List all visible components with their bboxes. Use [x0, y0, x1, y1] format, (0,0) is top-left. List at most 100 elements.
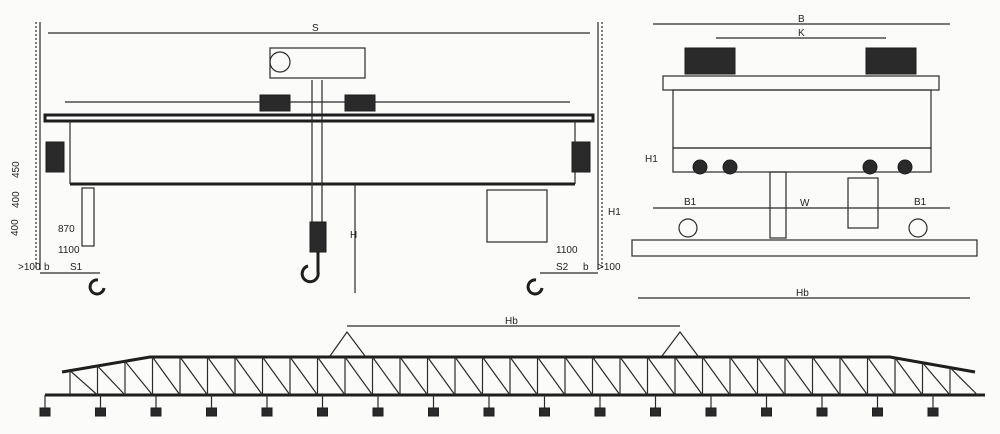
support-foot [39, 407, 51, 417]
truss-top-label: Hb [505, 316, 518, 327]
truss-diagonal [564, 356, 593, 396]
truss-diagonal [207, 356, 236, 396]
trolley-motor-right [344, 94, 376, 112]
b-left: b [44, 262, 50, 273]
gauge-label: K [798, 28, 805, 39]
truss-diagonal [317, 356, 346, 396]
truss-diagonal [784, 356, 813, 396]
wheel-1 [692, 159, 708, 175]
operator-cab [486, 189, 548, 243]
truss-diagonal [152, 356, 181, 396]
access-ladder-left [81, 187, 95, 247]
truss-diagonal [234, 356, 263, 396]
support-foot [483, 407, 495, 417]
bottom-label: Hb [796, 288, 809, 299]
dim-870: 870 [58, 224, 75, 235]
wheel-2 [722, 159, 738, 175]
truss-diagonal [537, 356, 566, 396]
track-marker-right-icon [526, 278, 544, 296]
support-foot [95, 407, 106, 417]
truss-diagonal [69, 370, 98, 396]
truss-diagonal [674, 356, 703, 396]
truss-diagonal [399, 356, 428, 396]
support-foot [816, 407, 828, 417]
hoist-right [865, 47, 917, 75]
support-foot [539, 407, 550, 417]
dim-450: 450 [11, 161, 22, 178]
dim-400-a: 400 [11, 191, 22, 208]
truss-view: Hb [39, 316, 985, 417]
truss-diagonal [344, 356, 373, 396]
truss-diagonal [757, 356, 786, 396]
truss-diagonal [894, 357, 923, 396]
truss-diagonal [97, 365, 126, 396]
trolley-motor-left [259, 94, 291, 112]
truss-diagonal [482, 356, 511, 396]
s2-label: S2 [556, 262, 569, 273]
truss-diagonal [124, 360, 153, 396]
dim-1100-right: 1100 [556, 245, 578, 256]
width-label: B [798, 14, 805, 25]
trolley-platform [662, 75, 940, 91]
h1-label: H1 [645, 154, 658, 165]
end-carriage-right [571, 141, 591, 173]
support-foot [872, 407, 883, 417]
support-foot [372, 407, 384, 417]
clearance-right: >100 [598, 262, 621, 273]
support-foot [594, 407, 606, 417]
truss-diagonal [262, 356, 291, 396]
support-foot [705, 407, 717, 417]
height-label-right: H1 [608, 207, 621, 218]
wheel-4 [897, 159, 913, 175]
sheave-left [678, 218, 698, 238]
support-foot [261, 407, 273, 417]
side-view: B K W H1 B1 B1 Hb [631, 14, 978, 299]
support-foot [428, 407, 439, 417]
w-label: W [800, 198, 810, 209]
s1-label: S1 [70, 262, 83, 273]
support-foot [150, 407, 162, 417]
b1-left-label: B1 [684, 197, 697, 208]
hook-block [309, 221, 327, 253]
b-right: b [583, 262, 589, 273]
truss-diagonal [812, 356, 841, 396]
truss-diagonal [454, 356, 483, 396]
lift-height-label: H [350, 230, 357, 241]
truss-diagonal [922, 362, 951, 396]
truss-diagonal [647, 356, 676, 396]
truss-diagonal [949, 367, 978, 396]
truss-diagonal [619, 356, 648, 396]
truss-diagonal [592, 356, 621, 396]
support-foot [927, 407, 939, 417]
truss-top-chord [61, 355, 976, 374]
truss-diagonal [427, 356, 456, 396]
support-foot [761, 407, 772, 417]
truss-diagonal [702, 356, 731, 396]
track-marker-left-icon [88, 278, 106, 296]
truss-diagonal [289, 356, 318, 396]
dim-1100-left: 1100 [58, 245, 80, 256]
truss-diagonal [509, 356, 538, 396]
support-foot [650, 407, 661, 417]
b1-right-label: B1 [914, 197, 927, 208]
wheel-3 [862, 159, 878, 175]
clearance-left: >100 [18, 262, 41, 273]
end-carriage-left [45, 141, 65, 173]
truss-support-left [329, 330, 366, 357]
truss-diagonal [179, 356, 208, 396]
cab-side [847, 177, 879, 229]
truss-support-right [661, 331, 699, 357]
ladder-side [769, 171, 787, 239]
front-view: S H H1 450 400 400 870 1100 >100 b S1 11… [10, 22, 621, 296]
main-girder-top [43, 113, 595, 123]
truss-diagonal [372, 356, 401, 396]
truss-diagonal [839, 356, 868, 396]
hoist-left [684, 47, 736, 75]
dim-400-b: 400 [10, 219, 21, 236]
hoist-drum [269, 51, 291, 73]
sheave-right [908, 218, 928, 238]
support-foot [206, 407, 217, 417]
girder-section [672, 89, 932, 149]
